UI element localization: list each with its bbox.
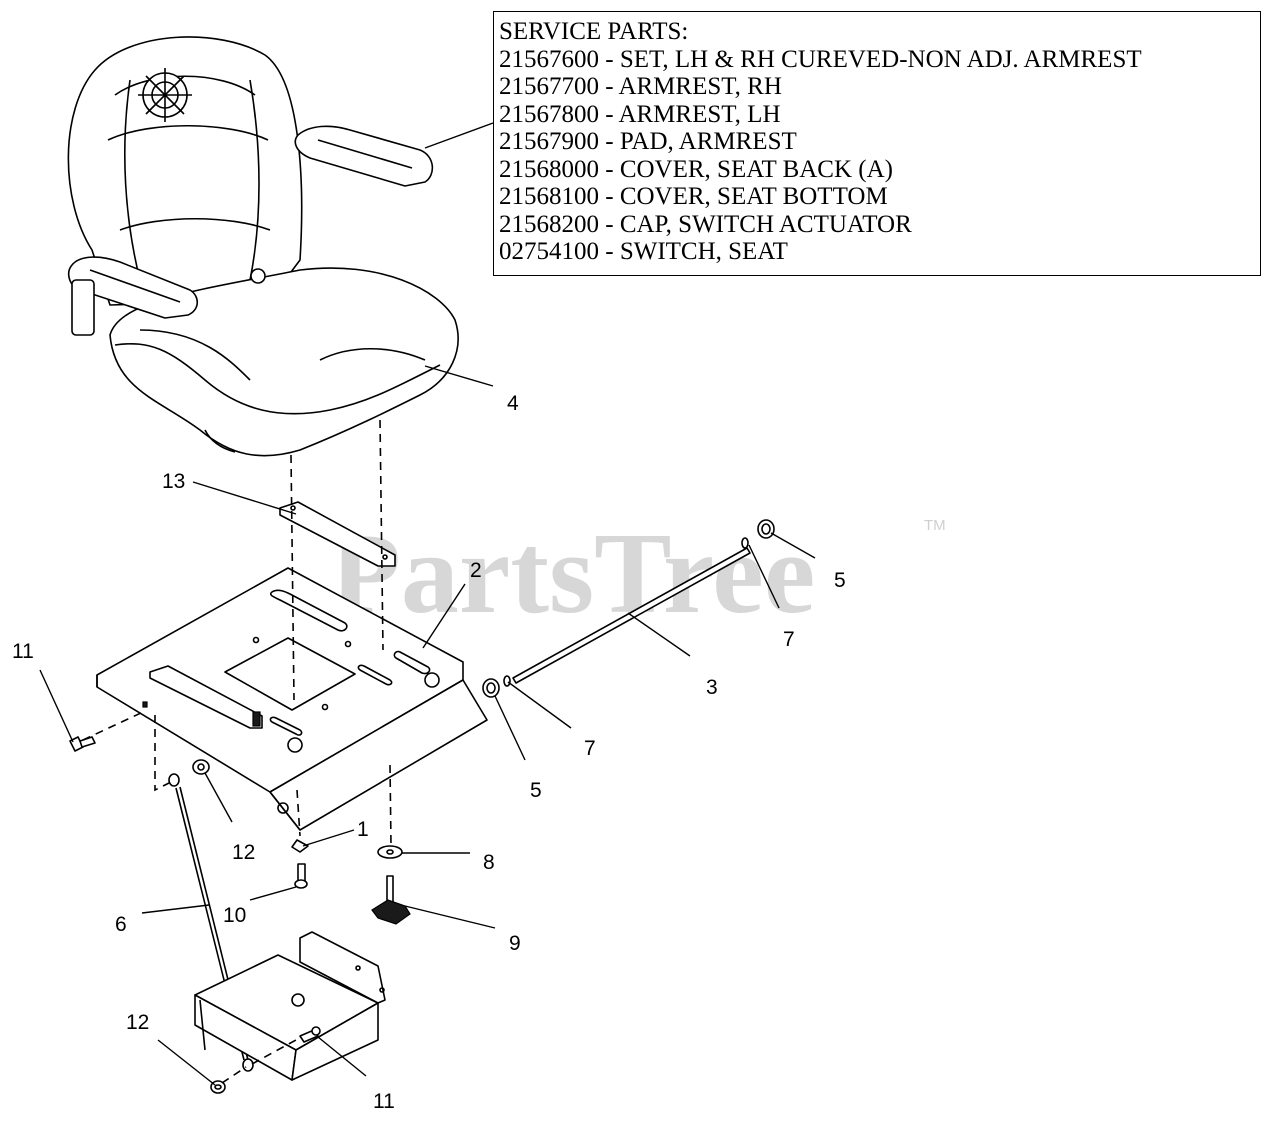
bolt-lower-11 (299, 1026, 321, 1043)
service-part-line: 02754100 - SWITCH, SEAT (499, 238, 788, 265)
callout-7-right: 7 (783, 628, 795, 651)
service-part-line: 21567900 - PAD, ARMREST (499, 128, 797, 155)
seat-plate (96, 567, 488, 831)
bushing-right (757, 519, 775, 539)
callout-8: 8 (483, 851, 495, 874)
bolt-left-11 (69, 736, 96, 752)
nut-upper-12 (192, 759, 210, 775)
callout-7-left: 7 (584, 737, 596, 760)
callout-9: 9 (509, 932, 521, 955)
seat-switch (250, 268, 266, 284)
callout-12-lower: 12 (126, 1011, 149, 1034)
callout-5-right: 5 (834, 569, 846, 592)
knob-9 (371, 875, 411, 925)
service-part-line: 21567600 - SET, LH & RH CUREVED-NON ADJ.… (499, 45, 1142, 73)
service-part-line: 21568000 - COVER, SEAT BACK (A) (499, 155, 893, 183)
pin-10 (294, 863, 308, 889)
callout-13: 13 (162, 470, 185, 493)
service-part-line: 21568200 - CAP, SWITCH ACTUATOR (499, 210, 912, 238)
callout-1: 1 (357, 818, 369, 841)
callout-5-left: 5 (530, 779, 542, 802)
alignment-lines (82, 419, 392, 1084)
service-parts-heading: SERVICE PARTS: (499, 18, 689, 45)
bracket-13 (279, 501, 396, 567)
watermark: PartsTree (330, 510, 815, 638)
service-part-line: 21567700 - ARMREST, RH (499, 73, 782, 100)
seat-assembly (67, 36, 459, 457)
washer-8 (377, 845, 403, 859)
armrest-right (294, 125, 434, 187)
callout-11-lower: 11 (373, 1090, 395, 1113)
lower-mount-bracket (194, 931, 386, 1081)
callout-4: 4 (507, 392, 519, 415)
callout-6: 6 (115, 913, 127, 936)
service-leader (424, 122, 494, 149)
clip-right (741, 537, 749, 549)
callout-3: 3 (706, 676, 718, 699)
callout-2: 2 (470, 559, 482, 582)
gear-emblem-icon (138, 68, 192, 122)
callout-11-upper: 11 (12, 640, 34, 663)
clip-1 (291, 839, 309, 853)
callout-labels: 4 13 2 11 3 5 7 7 5 12 1 8 10 6 9 12 11 (12, 392, 846, 1113)
service-part-line: 21567800 - ARMREST, LH (499, 100, 781, 128)
callout-12-upper: 12 (232, 841, 255, 864)
callout-10: 10 (223, 904, 246, 927)
watermark-trademark: TM (924, 517, 946, 534)
leader-lines (39, 365, 816, 1086)
seat-bottom-cushion (109, 267, 459, 457)
clip-left (503, 675, 511, 687)
armrest-left (67, 256, 199, 319)
service-parts-box: SERVICE PARTS: 21567600 - SET, LH & RH C… (493, 11, 1261, 276)
bushing-left (482, 678, 500, 698)
service-part-line: 21568100 - COVER, SEAT BOTTOM (499, 183, 888, 210)
